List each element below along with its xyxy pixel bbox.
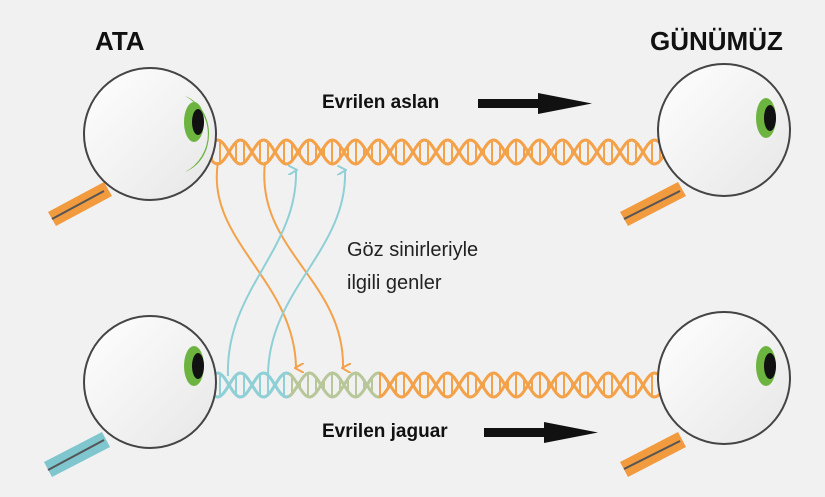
genes-caption-line-1: Göz sinirleriyle xyxy=(347,239,479,261)
arrow-right-icon xyxy=(478,93,592,114)
eye-icon xyxy=(48,67,217,226)
genes-caption-line-2: ilgili genler xyxy=(347,272,442,294)
genes-caption: Göz sinirleriyle ilgili genler xyxy=(347,234,478,300)
evolved-lion-label: Evrilen aslan xyxy=(322,92,440,113)
blue-gene-arrow-2 xyxy=(267,170,345,377)
arrow-right-icon xyxy=(484,422,598,443)
eye-icon xyxy=(44,315,217,477)
present-heading: GÜNÜMÜZ xyxy=(650,26,783,56)
evolved-jaguar-label: Evrilen jaguar xyxy=(322,421,448,442)
eye-icon xyxy=(620,63,791,226)
ancestor-heading: ATA xyxy=(95,26,145,56)
eye-icon xyxy=(620,311,791,477)
orange-gene-arrow-1 xyxy=(215,161,296,368)
orange-gene-arrow-2 xyxy=(263,161,343,368)
gene-transfer-arrows xyxy=(215,161,345,377)
dna-strand-jaguar xyxy=(204,371,666,399)
blue-gene-arrow-1 xyxy=(226,170,296,377)
dna-strand-lion xyxy=(204,138,666,166)
